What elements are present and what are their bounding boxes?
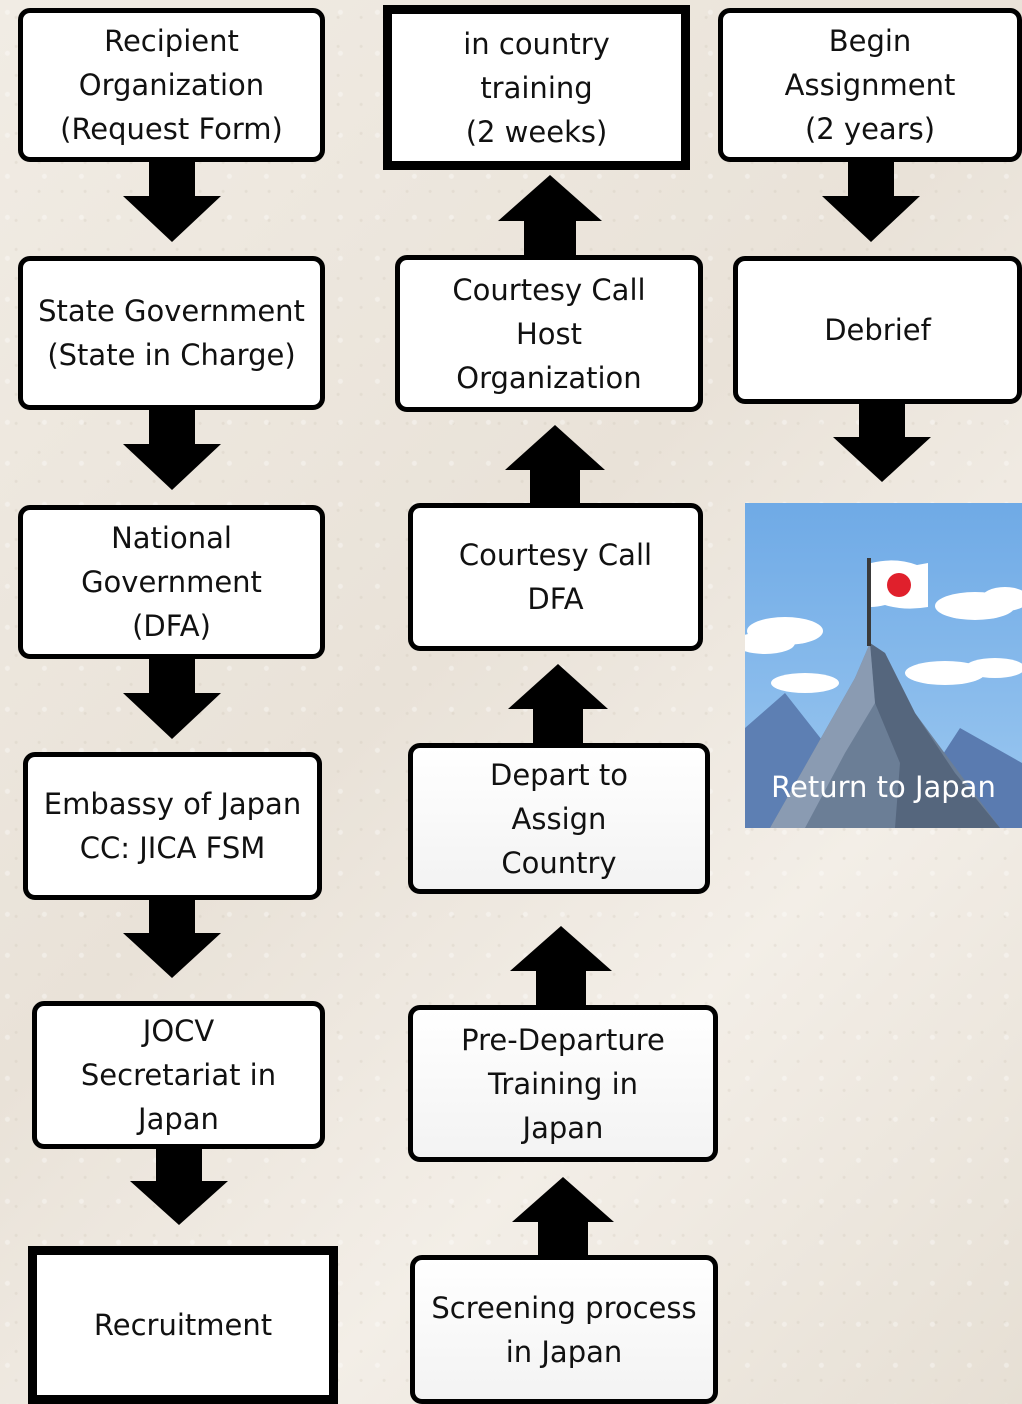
step-depart-to-assign-country: Depart to Assign Country (408, 743, 710, 894)
arrow-down-icon (123, 408, 221, 490)
step-jocv-secretariat: JOCV Secretariat in Japan (32, 1001, 325, 1149)
step-pre-departure-training: Pre-Departure Training in Japan (408, 1005, 718, 1162)
step-recruitment: Recruitment (28, 1246, 338, 1404)
arrow-down-icon (833, 402, 931, 482)
arrow-up-icon (498, 175, 602, 257)
arrow-up-icon (505, 425, 605, 505)
step-screening-process: Screening process in Japan (410, 1255, 718, 1404)
step-national-government: National Government (DFA) (18, 505, 325, 659)
step-in-country-training: in country training (2 weeks) (383, 5, 690, 170)
return-to-japan-illustration: Return to Japan (745, 503, 1022, 828)
arrow-up-icon (510, 926, 612, 1007)
arrow-down-icon (130, 1147, 228, 1225)
step-courtesy-call-host: Courtesy Call Host Organization (395, 255, 703, 412)
arrow-down-icon (123, 657, 221, 739)
arrow-down-icon (822, 160, 920, 242)
arrow-up-icon (512, 1177, 614, 1257)
arrow-up-icon (508, 664, 608, 745)
return-to-japan-caption: Return to Japan (771, 770, 996, 804)
step-debrief: Debrief (733, 256, 1022, 404)
arrow-down-icon (123, 898, 221, 978)
step-begin-assignment: Begin Assignment (2 years) (718, 8, 1022, 162)
step-state-government: State Government (State in Charge) (18, 256, 325, 410)
step-courtesy-call-dfa: Courtesy Call DFA (408, 503, 703, 651)
arrow-down-icon (123, 160, 221, 242)
mountain-flag-icon (745, 503, 1022, 828)
step-recipient-organization: Recipient Organization (Request Form) (18, 8, 325, 162)
step-embassy-of-japan: Embassy of Japan CC: JICA FSM (23, 752, 322, 900)
